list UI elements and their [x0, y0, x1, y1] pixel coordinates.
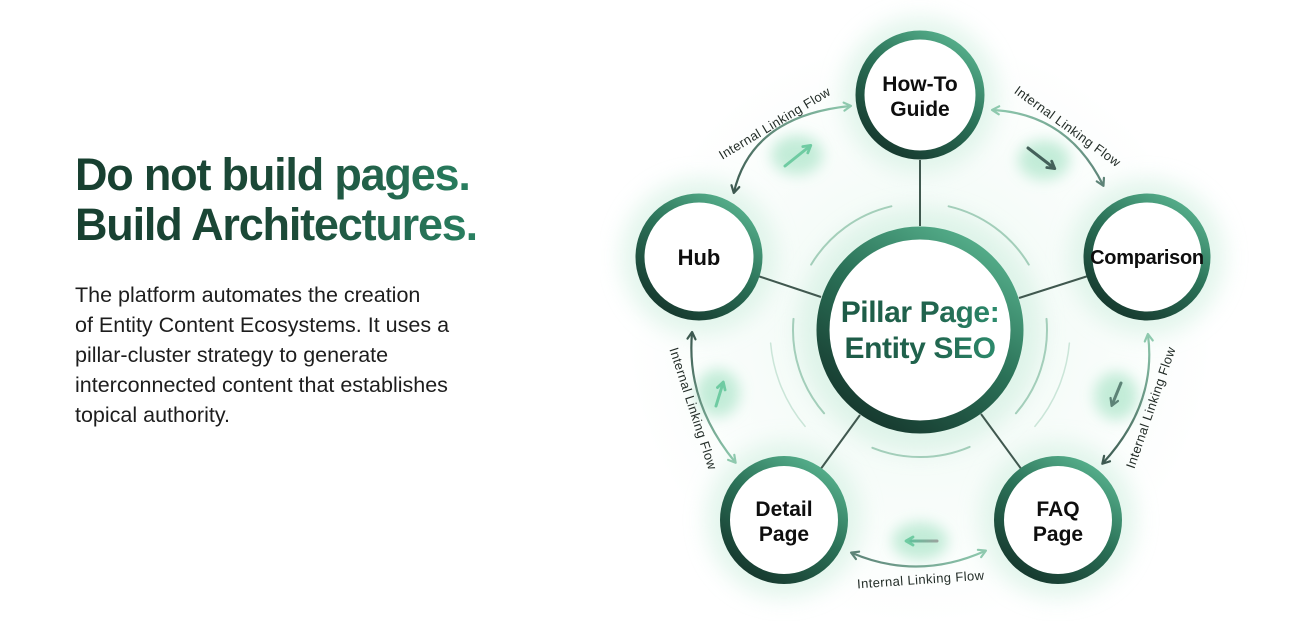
- flow-arc-detail-faq: [849, 548, 988, 568]
- outer-ring: [769, 205, 1071, 458]
- flow-label-bottom: Internal Linking Flow: [856, 568, 985, 592]
- direction-arrows: [714, 143, 1123, 547]
- paragraph-line: topical authority.: [75, 403, 230, 427]
- spoke-hub: [757, 275, 822, 298]
- paragraph-line: pillar-cluster strategy to generate: [75, 343, 389, 367]
- node-circle: [635, 193, 763, 321]
- paragraph-line: of Entity Content Ecosystems. It uses a: [75, 313, 450, 337]
- node-circle: [720, 456, 848, 584]
- spoke-faq: [980, 413, 1023, 471]
- flow-arc-hub-howto: [730, 101, 853, 195]
- center-node-label-line-2: Entity SEO: [844, 332, 995, 365]
- center-node-label-line-1: Pillar Page:: [841, 296, 1000, 329]
- outer-ring-arc: [1014, 317, 1048, 415]
- paragraph-line: The platform automates the creation: [75, 283, 421, 307]
- spoke-detail: [819, 414, 861, 471]
- outer-ring-arc: [792, 317, 826, 415]
- spokes: [757, 160, 1089, 471]
- outer-ring-arc-faint: [769, 342, 806, 428]
- direction-arrow-down-right: [1026, 146, 1057, 171]
- center-node: Pillar Page: Entity SEO: [816, 226, 1024, 434]
- node-how-to-guide: How-To Guide: [855, 30, 985, 160]
- node-label-line-2: Guide: [890, 98, 950, 121]
- node-label-line-2: Page: [759, 523, 809, 546]
- node-detail-page: Detail Page: [720, 456, 848, 584]
- flow-arcs: [686, 101, 1154, 568]
- node-label: Comparison: [1090, 247, 1204, 269]
- flow-arc-comparison-faq: [1101, 332, 1154, 465]
- flow-arc-hub-detail: [686, 330, 737, 464]
- node-label-line-1: Detail: [755, 498, 812, 521]
- outer-ring-arc: [810, 205, 893, 266]
- node-hub: Hub: [635, 193, 763, 321]
- diagram-canvas: Internal Linking Flow Internal Linking F…: [621, 17, 1225, 598]
- intro-panel: Do not build pages. Build Architectures.…: [75, 150, 555, 430]
- node-circle: [994, 456, 1122, 584]
- node-circle: [855, 30, 985, 160]
- center-node-circle: [816, 226, 1024, 434]
- page-title-line-1: Do not build pages.: [75, 149, 470, 200]
- node-label: Hub: [678, 245, 721, 270]
- pillar-cluster-diagram: Internal Linking Flow Internal Linking F…: [600, 0, 1294, 621]
- direction-arrow-down: [1109, 381, 1123, 408]
- intro-paragraph: The platform automates the creation of E…: [75, 280, 555, 430]
- outer-ring-arc: [871, 445, 971, 458]
- outer-ring-arc-faint: [1034, 342, 1071, 428]
- node-comparison: Comparison: [1083, 193, 1211, 321]
- node-label-line-1: FAQ: [1036, 498, 1079, 521]
- page-title-line-2: Build Architectures.: [75, 199, 477, 250]
- node-faq-page: FAQ Page: [994, 456, 1122, 584]
- direction-arrow-up: [714, 380, 727, 408]
- spoke-comparison: [1018, 275, 1089, 299]
- node-label-line-2: Page: [1033, 523, 1083, 546]
- node-circle: [1083, 193, 1211, 321]
- page-title: Do not build pages. Build Architectures.: [75, 150, 555, 250]
- node-label-line-1: How-To: [882, 73, 957, 96]
- paragraph-line: interconnected content that establishes: [75, 373, 448, 397]
- direction-arrow-up-right: [783, 143, 813, 168]
- flow-arc-howto-comparison: [990, 105, 1106, 187]
- outer-ring-arc: [947, 205, 1030, 266]
